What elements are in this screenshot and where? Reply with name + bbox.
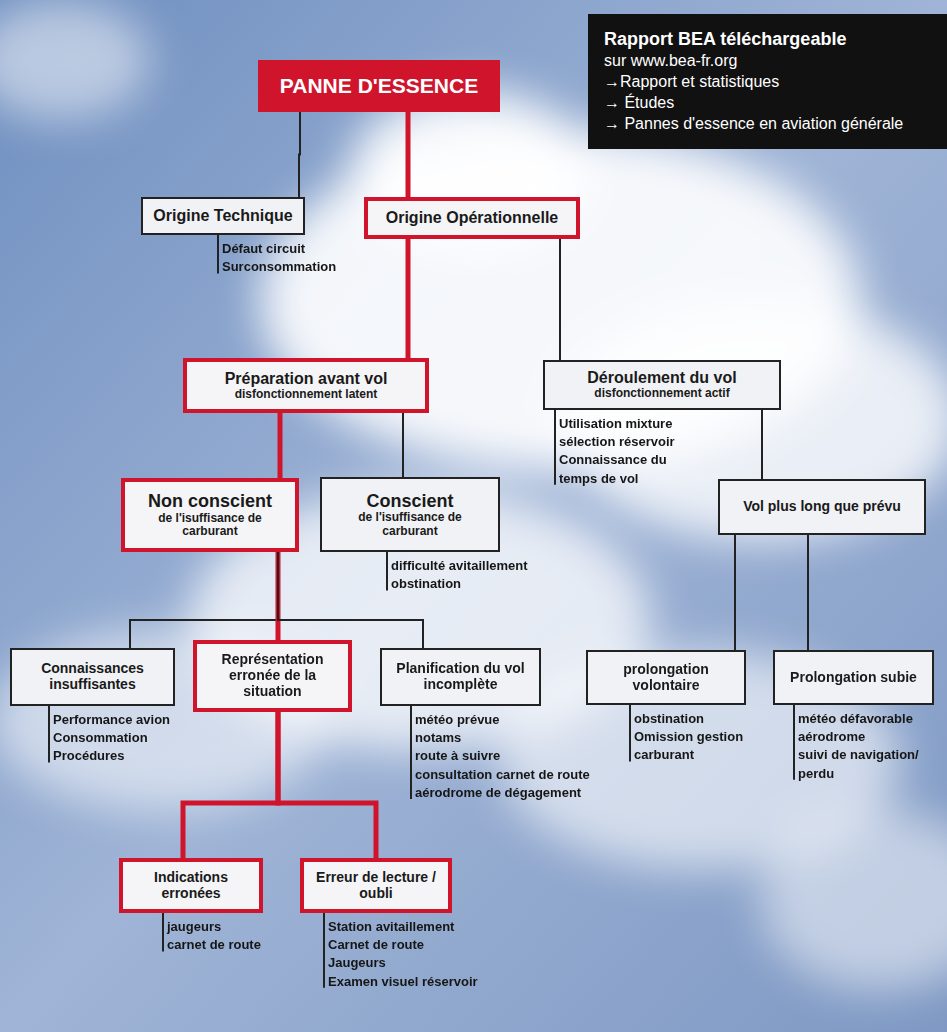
node-text: Indications erronées xyxy=(131,870,251,901)
node-text: Erreur de lecture / oubli xyxy=(312,870,440,901)
cause-list: Station avitaillementCarnet de routeJaug… xyxy=(328,918,518,991)
clouds xyxy=(0,0,947,990)
cause-box: Origine Opérationnelle xyxy=(364,197,580,239)
list-item: aérodrome de dégagement xyxy=(415,784,615,802)
cause-box: Origine Technique xyxy=(141,197,305,235)
connector-line xyxy=(130,552,278,648)
cause-box: Déroulement du voldisfonctionnement acti… xyxy=(543,360,781,410)
connector-line xyxy=(402,413,404,477)
list-item: Surconsommation xyxy=(222,258,372,276)
leader-line xyxy=(323,913,325,988)
node-text: Planification du vol incomplète xyxy=(390,661,531,692)
connector-line xyxy=(278,712,376,858)
list-item: route à suivre xyxy=(415,747,615,765)
cause-box: Préparation avant voldisfonctionnement l… xyxy=(183,358,429,413)
cause-box: Représentation erronée de la situation xyxy=(193,640,352,712)
cause-box: Erreur de lecture / oubli xyxy=(300,858,452,913)
list-item: Connaissance du temps de vol xyxy=(559,451,695,487)
leader-line xyxy=(410,706,412,799)
list-item: Performance avion xyxy=(53,711,203,729)
connector-line xyxy=(807,535,809,650)
node-text: Origine Technique xyxy=(151,207,295,225)
leader-line xyxy=(554,410,556,485)
cause-box: Non conscientde l'isuffisance de carbura… xyxy=(121,478,299,552)
list-item: Jaugeurs xyxy=(328,954,518,972)
cause-box: Vol plus long que prévu xyxy=(718,479,926,535)
node-text: Prolongation subie xyxy=(783,670,924,686)
node-text: Connaissances insuffisantes xyxy=(20,661,165,692)
node-text: Conscient xyxy=(330,491,490,511)
node-text: →Rapport et statistiques xyxy=(604,72,931,93)
node-text: de l'isuffisance de carburant xyxy=(133,512,287,539)
list-item: Procédures xyxy=(53,747,203,765)
leader-line xyxy=(48,706,50,763)
connector-line xyxy=(299,112,300,197)
connector-line xyxy=(406,112,411,197)
connector-line xyxy=(734,535,736,650)
cause-box: Indications erronées xyxy=(119,858,263,913)
list-item: Examen visuel réservoir xyxy=(328,973,518,991)
node-text: disfonctionnement latent xyxy=(195,388,417,401)
cause-box: Planification du vol incomplète xyxy=(380,648,541,706)
node-text: prolongation volontaire xyxy=(596,662,736,693)
node-text: Origine Opérationnelle xyxy=(376,209,568,227)
node-text: Déroulement du vol xyxy=(553,369,771,387)
node-text: sur www.bea-fr.org xyxy=(604,51,931,72)
leader-line xyxy=(217,235,219,273)
cause-list: difficulté avitaillementobstination xyxy=(391,557,591,593)
cause-list: Défaut circuitSurconsommation xyxy=(222,240,372,276)
list-item: suivi de navigation/ perdu xyxy=(798,746,938,782)
node-text: PANNE D'ESSENCE xyxy=(266,74,492,98)
node-text: Rapport BEA téléchargeable xyxy=(604,28,931,51)
node-text: → Pannes d'essence en aviation générale xyxy=(604,114,931,135)
list-item: obstination xyxy=(391,575,591,593)
list-item: Consommation xyxy=(53,729,203,747)
node-text: de l'isuffisance de carburant xyxy=(330,511,490,538)
connector-line xyxy=(559,239,561,360)
list-item: aérodrome xyxy=(798,728,938,746)
list-item: sélection réservoir xyxy=(559,433,695,451)
leader-line xyxy=(386,552,388,590)
connector-line xyxy=(278,413,283,478)
list-item: difficulté avitaillement xyxy=(391,557,591,575)
cause-list: météo défavorableaérodromesuivi de navig… xyxy=(798,710,938,783)
cause-list: Utilisation mixturesélection réservoirCo… xyxy=(559,415,695,488)
connector-line xyxy=(183,712,278,858)
list-item: Omission gestion carburant xyxy=(634,728,762,764)
list-item: Station avitaillement xyxy=(328,918,518,936)
cause-list: météo prévuenotamsroute à suivreconsulta… xyxy=(415,711,615,802)
list-item: carnet de route xyxy=(167,936,287,954)
list-item: météo prévue xyxy=(415,711,615,729)
leader-line xyxy=(629,705,631,762)
leader-line xyxy=(162,913,164,951)
cause-list: obstinationOmission gestion carburant xyxy=(634,710,762,765)
node-text: disfonctionnement actif xyxy=(553,387,771,400)
list-item: consultation carnet de route xyxy=(415,766,615,784)
connector-line xyxy=(761,410,763,479)
node-text: → Études xyxy=(604,93,931,114)
list-item: obstination xyxy=(634,710,762,728)
list-item: météo défavorable xyxy=(798,710,938,728)
list-item: Défaut circuit xyxy=(222,240,372,258)
list-item: Carnet de route xyxy=(328,936,518,954)
report-panel: Rapport BEA téléchargeablesur www.bea-fr… xyxy=(588,14,947,149)
node-text: Non conscient xyxy=(133,491,287,511)
node-text: Préparation avant vol xyxy=(195,370,417,388)
root-box: PANNE D'ESSENCE xyxy=(258,60,500,112)
list-item: Utilisation mixture xyxy=(559,415,695,433)
connector-line xyxy=(406,239,411,358)
cause-box: prolongation volontaire xyxy=(586,650,746,705)
cause-list: Performance avionConsommationProcédures xyxy=(53,711,203,766)
cause-box: Connaissances insuffisantes xyxy=(10,648,175,706)
cause-box: Conscientde l'isuffisance de carburant xyxy=(320,477,500,552)
node-text: Représentation erronée de la situation xyxy=(205,652,340,699)
node-text: Vol plus long que prévu xyxy=(728,499,916,515)
cause-list: jaugeurscarnet de route xyxy=(167,918,287,954)
leader-line xyxy=(793,705,795,780)
cause-box: Prolongation subie xyxy=(773,650,934,705)
list-item: notams xyxy=(415,729,615,747)
list-item: jaugeurs xyxy=(167,918,287,936)
